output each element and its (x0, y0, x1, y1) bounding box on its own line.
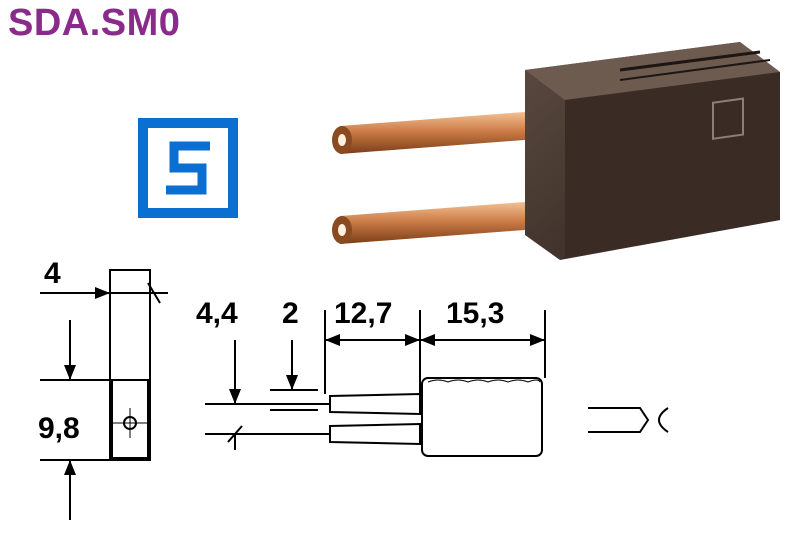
lower-pin (332, 200, 550, 244)
plug-body (525, 42, 780, 260)
product-photo (332, 42, 780, 260)
upper-pin (332, 110, 550, 154)
dim-pin-diameter-label: 2 (282, 297, 299, 330)
dim-pitch-label: 4,4 (196, 297, 238, 330)
dim-body-length-label: 15,3 (446, 297, 504, 330)
dim-pin-length-label: 12,7 (334, 297, 392, 330)
dim-width-label: 4 (44, 257, 61, 290)
s-logo-icon (138, 118, 238, 218)
product-code-title: SDA.SM0 (8, 2, 181, 44)
dim-height-label: 9,8 (38, 412, 80, 445)
